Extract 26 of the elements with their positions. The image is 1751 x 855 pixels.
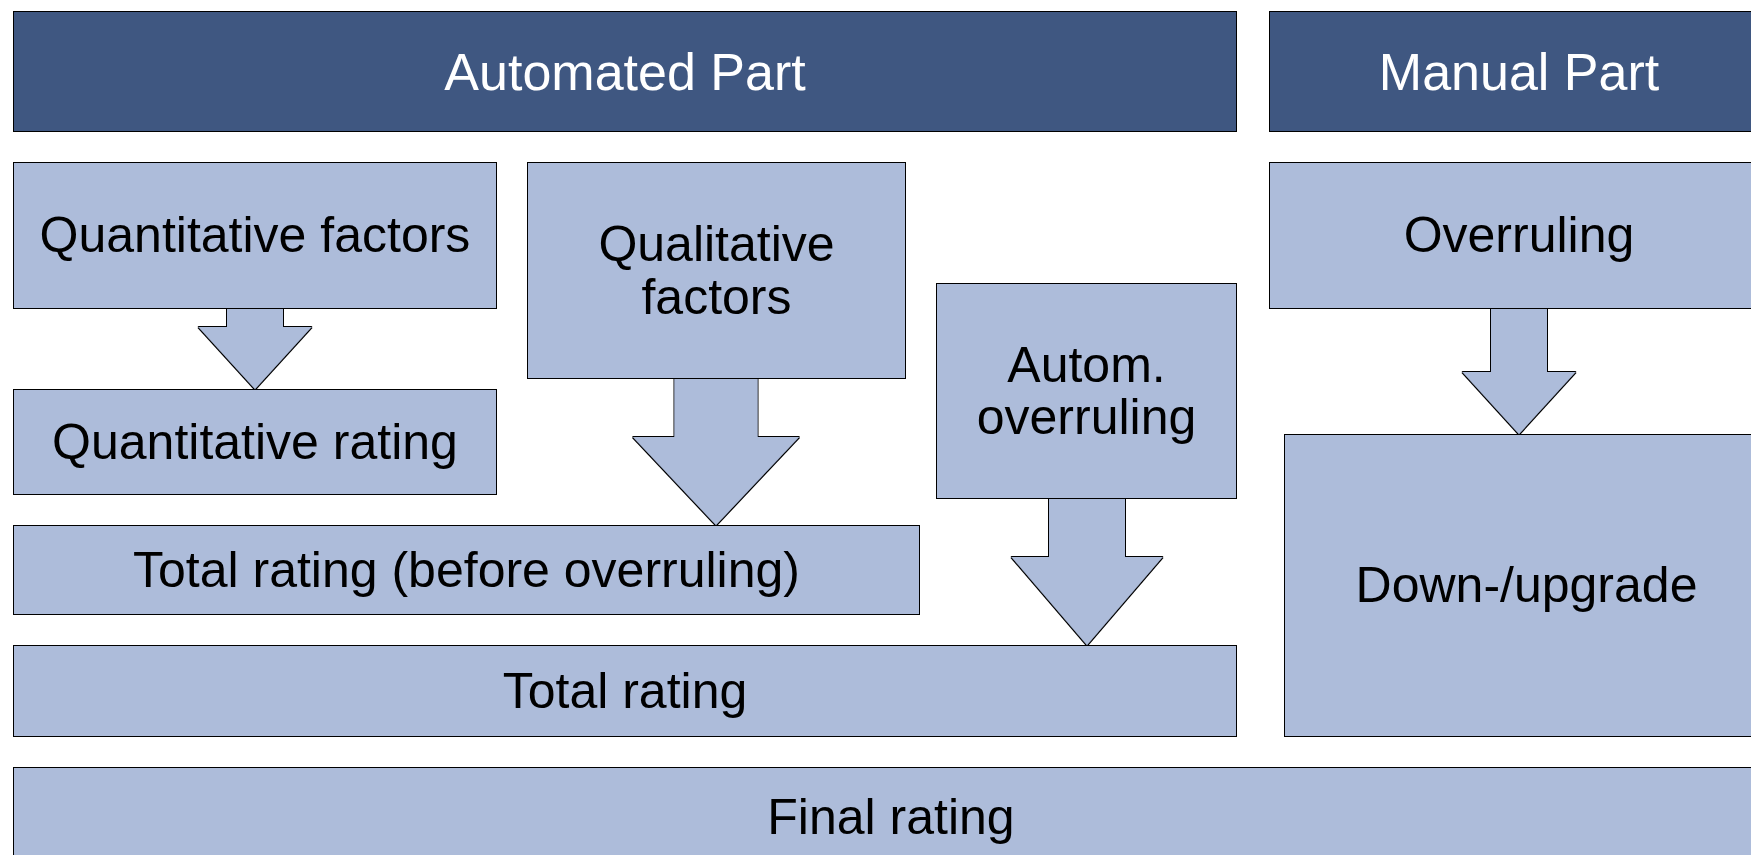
process-box bbox=[1269, 162, 1751, 309]
block-arrow bbox=[198, 309, 312, 389]
block-arrow bbox=[1011, 499, 1163, 645]
box-label: Automated Part bbox=[444, 41, 806, 102]
process-box bbox=[13, 645, 1237, 737]
process-box bbox=[1284, 434, 1751, 737]
process-box bbox=[527, 162, 906, 379]
block-arrow bbox=[633, 379, 799, 525]
box-label: Down-/upgrade bbox=[1355, 559, 1698, 612]
header-band bbox=[1269, 11, 1751, 132]
box-label: Quantitative factors bbox=[39, 209, 471, 262]
process-box bbox=[13, 162, 497, 309]
process-box bbox=[13, 767, 1751, 855]
box-label: Quantitative rating bbox=[52, 415, 458, 469]
box-label: Total rating bbox=[502, 664, 748, 718]
box-label: Final rating bbox=[767, 790, 1015, 844]
process-box bbox=[936, 283, 1237, 499]
box-label: Qualitative factors bbox=[597, 218, 836, 323]
process-box bbox=[13, 389, 497, 495]
process-box bbox=[13, 525, 920, 615]
box-label: Overruling bbox=[1403, 209, 1635, 262]
box-label: Manual Part bbox=[1378, 41, 1660, 102]
box-label: Total rating (before overruling) bbox=[133, 543, 800, 597]
box-label: Autom. overruling bbox=[975, 338, 1198, 444]
header-band bbox=[13, 11, 1237, 132]
block-arrow bbox=[1462, 309, 1576, 434]
